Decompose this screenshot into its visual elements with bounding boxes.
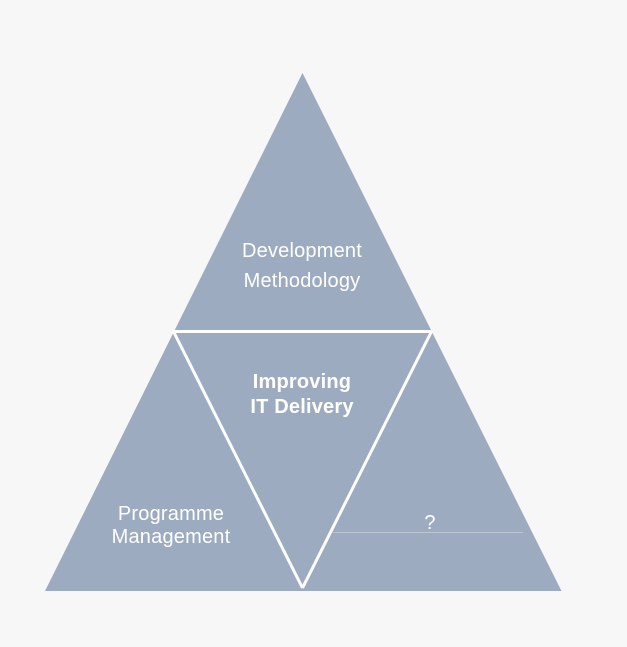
divider-line-left [172, 330, 304, 589]
textbox-underline-artifact [333, 532, 523, 533]
bottom-left-section-label-line1: Programme [117, 503, 225, 525]
top-section-label-line2: Methodology [243, 270, 361, 292]
top-section-label: Development Methodology [192, 236, 412, 296]
top-section-label-line1: Development [241, 240, 363, 262]
center-section-label-line2: IT Delivery [250, 396, 354, 418]
bottom-left-section-label: Programme Management [61, 503, 281, 549]
bottom-left-section-label-line2: Management [111, 526, 231, 548]
bottom-right-section-label-text: ? [424, 512, 436, 534]
center-section-label: Improving IT Delivery [192, 370, 412, 420]
divider-line-right [301, 330, 433, 589]
center-section-label-line1: Improving [252, 371, 352, 393]
bottom-right-section-label: ? [370, 512, 490, 534]
